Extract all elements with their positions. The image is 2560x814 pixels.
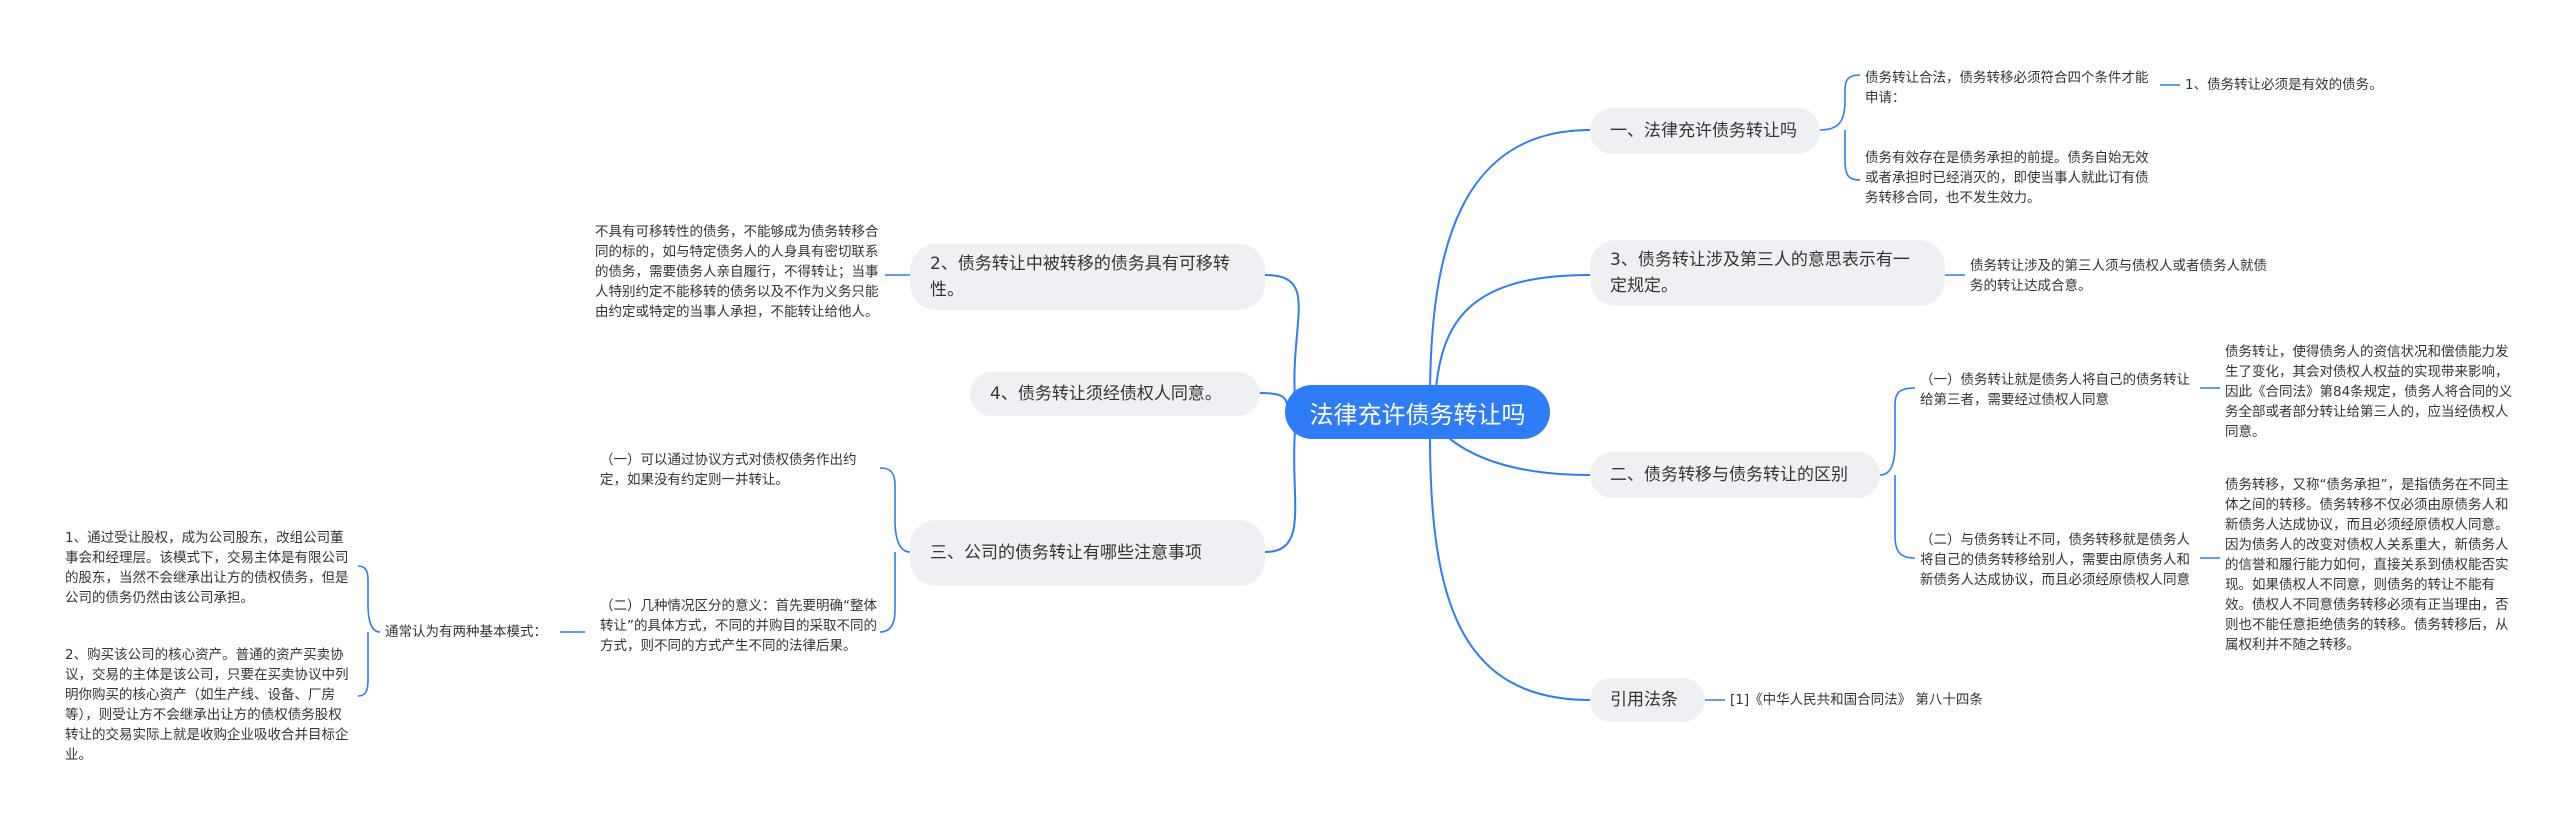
connector-b3r-bracket <box>1879 387 1916 559</box>
branch-label: 3、债务转让涉及第三人的意思表示有一定规定。 <box>1610 250 1910 296</box>
branch-third-party-intent[interactable]: 3、债务转让涉及第三人的意思表示有一定规定。 <box>1590 240 1945 306</box>
leaf-debt-existence: 债务有效存在是债务承担的前提。债务自始无效或者承担时已经消灭的，即使当事人就此订… <box>1865 150 2149 206</box>
connector-root-b3-right <box>1439 429 1591 476</box>
branch-label: 一、法律充许债务转让吗 <box>1610 121 1797 141</box>
leaf-overall-transfer: （二）几种情况区分的意义：首先要明确“整体转让”的具体方式，不同的并购目的采取不… <box>600 598 877 654</box>
branch-legal-transfer[interactable]: 一、法律充许债务转让吗 <box>1590 108 1820 154</box>
connector-root-b3-left <box>1264 429 1297 553</box>
leaf-third-party-consent: 债务转让涉及的第三人须与债权人或者债务人就债务的转让达成合意。 <box>1970 258 2267 294</box>
branch-transfer-vs-assignment[interactable]: 二、债务转移与债务转让的区别 <box>1590 452 1880 498</box>
leaf-transfer-conditions: 债务转让合法，债务转移必须符合四个条件才能申请： <box>1865 70 2149 106</box>
branch-company-notes[interactable]: 三、公司的债务转让有哪些注意事项 <box>910 520 1265 586</box>
branch-cited-law[interactable]: 引用法条 <box>1590 678 1705 722</box>
branch-creditor-consent[interactable]: 4、债务转让须经债权人同意。 <box>970 372 1260 416</box>
branch-label: 引用法条 <box>1610 690 1678 710</box>
leaf-mode-equity: 1、通过受让股权，成为公司股东，改组公司董事会和经理层。该模式下，交易主体是有限… <box>65 530 349 606</box>
connector-root-b1-right <box>1429 129 1591 401</box>
branch-label: 2、债务转让中被转移的债务具有可移转性。 <box>930 254 1230 300</box>
branch-label: 二、债务转移与债务转让的区别 <box>1610 465 1848 485</box>
root-topic-label: 法律充许债务转让吗 <box>1309 400 1526 429</box>
leaf-contract-law-article: [1]《中华人民共和国合同法》 第八十四条 <box>1730 692 1983 708</box>
connector-b1r-bracket <box>1819 74 1861 181</box>
connector-b3l-bracket <box>879 467 911 633</box>
leaf-two-modes: 通常认为有两种基本模式： <box>385 624 547 640</box>
branch-transferability[interactable]: 2、债务转让中被转移的债务具有可移转性。 <box>910 244 1265 310</box>
leaf-debt-assignment-detail: 债务转让，使得债务人的资信状况和偿债能力发生了变化，其会对债权人权益的实现带来影… <box>2225 344 2513 440</box>
root-topic[interactable]: 法律充许债务转让吗 <box>1285 385 1550 439</box>
leaf-non-transferable-debt: 不具有可移转性的债务，不能够成为债务转移合同的标的，如与特定债务人的人身具有密切… <box>595 224 879 320</box>
connector-root-b1-left <box>1264 274 1300 401</box>
connector-b3l-modes-bracket <box>357 565 381 697</box>
leaf-debt-transfer-def: （二）与债务转让不同，债务转移就是债务人将自己的债务转移给别人，需要由原债务人和… <box>1920 532 2190 588</box>
leaf-debt-transfer-detail: 债务转移，又称“债务承担”，是指债务在不同主体之间的转移。债务转移不仅必须由原债… <box>2225 477 2509 653</box>
connector-root-b4-right <box>1429 434 1591 701</box>
connector-root-b2-right <box>1434 274 1591 401</box>
branch-label: 4、债务转让须经债权人同意。 <box>990 384 1222 404</box>
branch-label: 三、公司的债务转让有哪些注意事项 <box>930 543 1202 563</box>
leaf-valid-debt: 1、债务转让必须是有效的债务。 <box>2185 77 2383 93</box>
leaf-debt-assignment-def: （一）债务转让就是债务人将自己的债务转让给第三者，需要经过债权人同意 <box>1920 372 2190 408</box>
leaf-agreement-method: （一）可以通过协议方式对债权债务作出约定，如果没有约定则一并转让。 <box>600 452 857 488</box>
leaf-mode-assets: 2、购买该公司的核心资产。普通的资产买卖协议，交易的主体是该公司，只要在买卖协议… <box>65 647 349 763</box>
